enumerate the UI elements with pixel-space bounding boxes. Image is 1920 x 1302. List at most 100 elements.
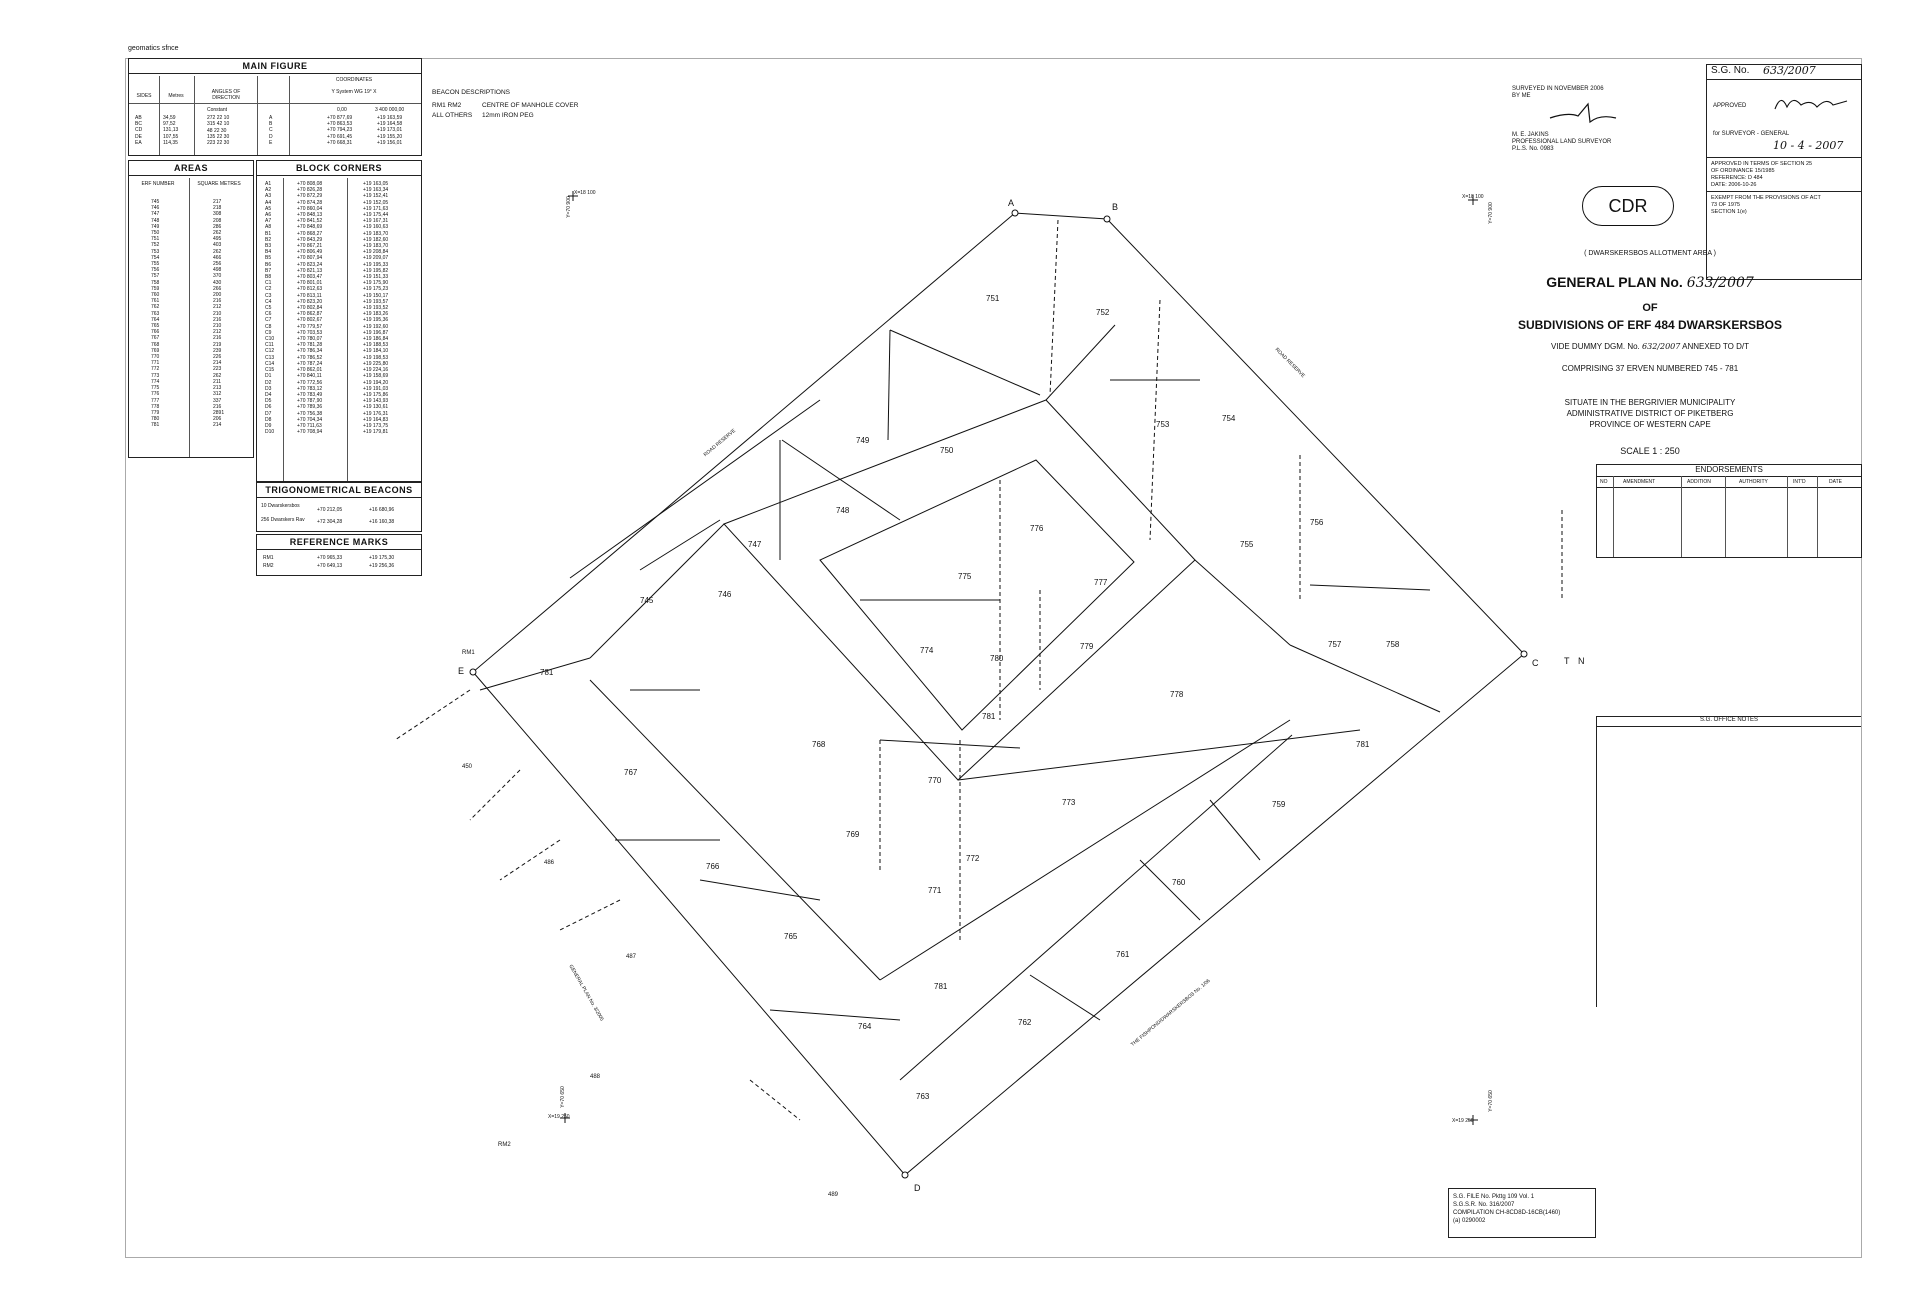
areas-sizes: 217 218 308 208 286 262 495 403 262 466 …: [213, 199, 225, 429]
file-line-4: (a) 0290002: [1453, 1218, 1486, 1224]
file-line-2: S.G.S.R. No. 316/2007: [1453, 1202, 1515, 1208]
plan-subdivisions: SUBDIVISIONS OF ERF 484 DWARSKERSBOS: [1517, 318, 1783, 332]
surveyor-title: PROFESSIONAL LAND SURVEYOR: [1512, 139, 1612, 145]
erf-label-755: 755: [1240, 540, 1254, 549]
grid-x3: X=19 250: [548, 1114, 570, 1120]
rm2-label: RM2: [498, 1142, 511, 1148]
erf-label-775: 775: [958, 572, 972, 581]
plan-scale: SCALE 1 : 250: [1620, 446, 1680, 456]
approved-terms: APPROVED IN TERMS OF SECTION 25 OF ORDIN…: [1711, 161, 1812, 189]
erf-label-748: 748: [836, 506, 850, 515]
ref-marks-title: REFERENCE MARKS: [257, 535, 421, 550]
trig-x-1: +16 680,96: [369, 507, 395, 513]
trig-table: TRIGONOMETRICAL BEACONS 10 Dwarskersbos …: [256, 482, 422, 532]
grid-x4: X=19 250: [1452, 1118, 1474, 1124]
ref-name-2: RM2: [263, 563, 274, 569]
vide-number: 632/2007: [1642, 342, 1681, 351]
grid-y2: Y=70 900: [1487, 202, 1494, 224]
for-sg-label: for SURVEYOR - GENERAL: [1713, 131, 1790, 137]
trig-y-1: +70 212,05: [317, 507, 343, 513]
beacon-desc-text-1: CENTRE OF MANHOLE COVER: [482, 102, 579, 109]
trig-y-2: +72 304,28: [317, 519, 343, 525]
erf-label-780: 780: [990, 654, 1004, 663]
surveyor-signature: [1549, 102, 1617, 124]
erf-label-749: 749: [856, 436, 870, 445]
beacon-desc-text-2: 12mm IRON PEG: [482, 112, 534, 119]
trig-x-2: +16 160,38: [369, 519, 395, 525]
y-head: 0,00: [337, 107, 347, 113]
x-head: 3 400 000,00: [375, 107, 405, 113]
exempt-2: 73 OF 1975: [1711, 202, 1741, 208]
ref-marks-table: REFERENCE MARKS RM1 +70 965,33 +19 175,3…: [256, 534, 422, 576]
erf-label-761: 761: [1116, 950, 1130, 959]
outside-erf-488: 488: [590, 1074, 601, 1080]
sg-label: S.G. No.: [1711, 65, 1750, 76]
t-label: T: [1564, 656, 1570, 666]
surveyor-line1: SURVEYED IN NOVEMBER 2006: [1512, 86, 1604, 92]
end-hdr-no: NO: [1600, 479, 1608, 485]
erf-label-781: 781: [540, 668, 554, 677]
surveyor-name: M. E. JAKINS: [1512, 132, 1549, 138]
end-hdr-intd: INT'D: [1793, 479, 1806, 485]
sg-approval-box: S.G. No. 633/2007 APPROVED for SURVEYOR …: [1706, 64, 1862, 280]
erf-label-747: 747: [748, 540, 762, 549]
grid-x2: X=18 100: [1462, 194, 1484, 200]
end-hdr-amendment: AMENDMENT: [1623, 479, 1656, 485]
approved-terms-1: APPROVED IN TERMS OF SECTION 25: [1711, 161, 1813, 167]
end-hdr-date: DATE: [1829, 479, 1842, 485]
erf-label-760: 760: [1172, 878, 1186, 887]
approved-terms-4: DATE: 2006-10-26: [1711, 182, 1757, 188]
trig-title: TRIGONOMETRICAL BEACONS: [257, 483, 421, 498]
erf-label-776: 776: [1030, 524, 1044, 533]
erf-label-745: 745: [640, 596, 654, 605]
grid-y4: Y=70 650: [1487, 1090, 1494, 1112]
mf-metres: 34,59 97,52 131,13 107,55 114,35: [163, 115, 179, 146]
grid-y1: Y=70 900: [565, 196, 572, 218]
hdr-metres: Metres: [168, 93, 184, 99]
hdr-sides: SIDES: [136, 93, 152, 99]
erf-label-766: 766: [706, 862, 720, 871]
main-figure-table: MAIN FIGURE COORDINATES Y System WG 19° …: [128, 58, 422, 156]
ref-y-1: +70 965,33: [317, 555, 343, 561]
approved-label: APPROVED: [1713, 103, 1747, 109]
erf-label-770: 770: [928, 776, 942, 785]
erf-label-756: 756: [1310, 518, 1324, 527]
sg-number: 633/2007: [1763, 64, 1816, 77]
erf-label-769: 769: [846, 830, 860, 839]
general-plan-label: GENERAL PLAN No.: [1546, 274, 1683, 290]
bc-labels: A1 A2 A3 A4 A5 A6 A7 A8 B1 B2 B3 B4 B5 B…: [265, 181, 275, 436]
trig-name-1: 10 Dwarskersbos: [261, 503, 300, 509]
erf-label-750: 750: [940, 446, 954, 455]
plan-of: OF: [1642, 302, 1658, 314]
erf-label-779: 779: [1080, 642, 1094, 651]
erf-label-771: 771: [928, 886, 942, 895]
ref-x-2: +19 256,36: [369, 563, 395, 569]
exempt-3: SECTION 1(e): [1711, 209, 1747, 215]
beacon-d: D: [914, 1183, 921, 1193]
block-inner-core: [819, 459, 1135, 731]
erf-label-781: 781: [982, 712, 996, 721]
erf-label-778: 778: [1170, 690, 1184, 699]
beacon-desc-title: BEACON DESCRIPTIONS: [432, 89, 511, 96]
bc-y: +70 808,08 +70 826,28 +70 872,29 +70 874…: [297, 181, 323, 436]
mf-points: A B C D E: [269, 115, 273, 146]
areas-table: AREAS ERF NUMBER SQUARE METRES 745 746 7…: [128, 160, 254, 458]
outside-erf-450: 450: [462, 764, 473, 770]
erf-label-753: 753: [1156, 420, 1170, 429]
coord-header: COORDINATES: [335, 77, 373, 83]
end-hdr-addition: ADDITION: [1687, 479, 1711, 485]
surveyor-details: M. E. JAKINS PROFESSIONAL LAND SURVEYOR …: [1512, 132, 1611, 153]
coord-sub: Y System WG 19° X: [331, 89, 377, 95]
vide-label: VIDE DUMMY DGM. No.: [1551, 342, 1640, 351]
areas-erven: 745 746 747 748 749 750 751 752 753 754 …: [151, 199, 160, 429]
sheet-border: [125, 58, 1862, 1258]
end-hdr-authority: AUTHORITY: [1739, 479, 1768, 485]
exempt-block: EXEMPT FROM THE PROVISIONS OF ACT 73 OF …: [1711, 195, 1821, 216]
erf-label-754: 754: [1222, 414, 1236, 423]
exempt-1: EXEMPT FROM THE PROVISIONS OF ACT: [1711, 195, 1821, 201]
erf-label-774: 774: [920, 646, 934, 655]
grid-x1: X=18 100: [574, 190, 596, 196]
surveyor-block: SURVEYED IN NOVEMBER 2006 BY ME: [1512, 86, 1604, 100]
erf-label-758: 758: [1386, 640, 1400, 649]
